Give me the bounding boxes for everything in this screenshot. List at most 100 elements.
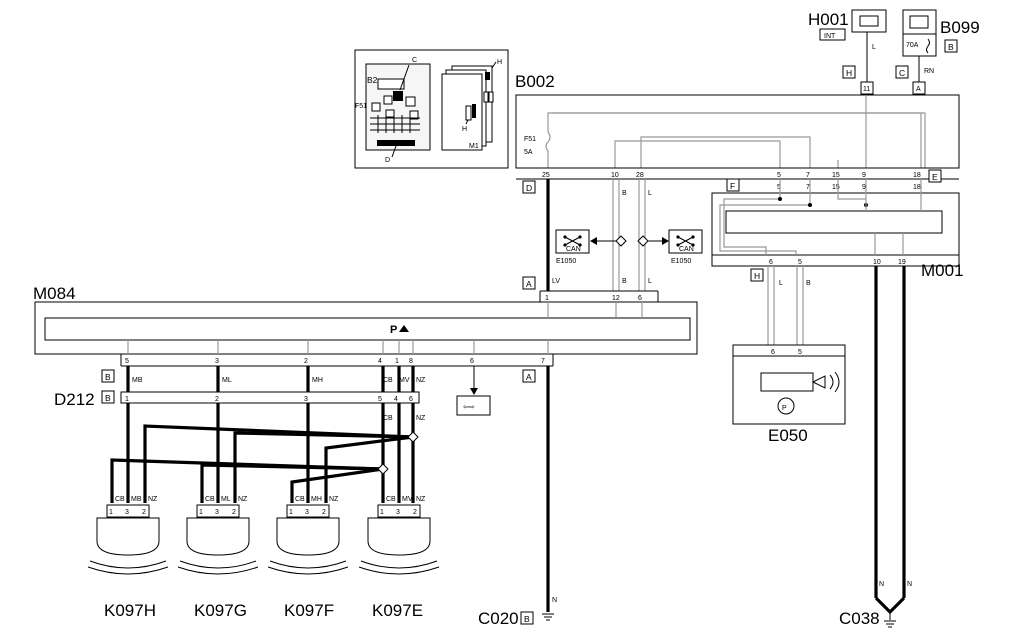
svg-text:1: 1	[289, 509, 293, 516]
e050-pin-5: 5	[798, 349, 802, 356]
m001-pin-15: 15	[832, 184, 840, 191]
svg-text:CAN: CAN	[566, 246, 581, 253]
svg-text:CB: CB	[295, 496, 305, 503]
pin-25: 25	[542, 172, 550, 179]
m084-pin-6: 6	[638, 295, 642, 302]
m084-label: M084	[33, 284, 76, 303]
fuse-box-inset: B2 F51 C D H H M1	[354, 49, 509, 169]
d212-label: D212	[54, 390, 95, 409]
e1050-right-label: E1050	[671, 258, 691, 265]
svg-text:3: 3	[305, 509, 309, 516]
d212-pin-6: 6	[409, 396, 413, 403]
svg-text:1: 1	[380, 509, 384, 516]
svg-text:⇦⇨: ⇦⇨	[463, 404, 475, 411]
pin-7: 7	[806, 172, 810, 179]
k097g-label: K097G	[194, 601, 247, 620]
display-icon	[456, 395, 491, 416]
sensor-k097f: 1 3 2 K097F	[267, 504, 349, 620]
svg-text:CB: CB	[205, 496, 215, 503]
battery-icon	[909, 15, 929, 29]
svg-text:3: 3	[215, 509, 219, 516]
wire-color-nz: NZ	[416, 377, 426, 384]
m084-pin-12: 12	[612, 295, 620, 302]
wire-color-mv: MV	[399, 377, 410, 384]
switch-icon	[859, 15, 879, 27]
e050-label: E050	[768, 426, 808, 445]
wire-color-ml: ML	[222, 377, 232, 384]
wire-color-rn: RN	[924, 68, 934, 75]
wire-color-l-2: L	[779, 280, 783, 287]
svg-text:NZ: NZ	[238, 496, 248, 503]
d212-pin-3: 3	[304, 396, 308, 403]
m001-pin-5: 5	[777, 184, 781, 191]
m084-pin-1b: 1	[395, 358, 399, 365]
b002-fuse-box: B002 F51 5A	[515, 72, 960, 169]
e050-pin-6: 6	[771, 349, 775, 356]
e1050-right: CAN E1050	[668, 229, 703, 265]
speaker-icon	[811, 375, 826, 389]
conn-letter-a: A	[526, 279, 532, 289]
m001-pin-18: 18	[913, 184, 921, 191]
svg-text:3: 3	[125, 509, 129, 516]
m084-pin-3: 3	[215, 358, 219, 365]
b002-box	[515, 94, 960, 169]
c038-label: C038	[839, 609, 880, 628]
wire-color-l: L	[872, 44, 876, 51]
b002-fuse: F51	[524, 136, 536, 143]
c038-ground-icon	[883, 620, 897, 628]
d212-pin-4: 4	[394, 396, 398, 403]
parking-icon	[777, 397, 795, 415]
b099-fuse: 70A	[906, 42, 919, 49]
svg-text:MB: MB	[131, 496, 142, 503]
svg-text:MV: MV	[402, 496, 413, 503]
h001-label: H001	[808, 10, 849, 29]
b099-battery: B099 70A B	[902, 9, 980, 57]
h001-switch: H001 INT	[808, 9, 887, 41]
m084-pin-6b: 6	[470, 358, 474, 365]
e050-buzzer: 6 5 P E050	[732, 344, 846, 445]
c020-ground-icon	[541, 613, 555, 621]
inset-label-m1: M1	[469, 143, 479, 150]
conn-letter-f: F	[730, 181, 735, 191]
wire-color-cb: CB	[383, 377, 393, 384]
d212-pin-5: 5	[378, 396, 382, 403]
pin-18: 18	[913, 172, 921, 179]
m001-module: M001	[711, 192, 964, 280]
pin-a: A	[916, 86, 921, 93]
b002-fuse-rating: 5A	[524, 149, 533, 156]
conn-letter-b-1: B	[105, 372, 111, 382]
m084-pin-7: 7	[541, 358, 545, 365]
e1050-left: CAN E1050	[555, 229, 590, 265]
svg-text:MH: MH	[311, 496, 322, 503]
parking-sensor-icon: P	[390, 324, 397, 336]
pin-9: 9	[862, 172, 866, 179]
m084-pin-4: 4	[378, 358, 382, 365]
svg-text:P: P	[782, 405, 787, 412]
c020-label: C020	[478, 609, 519, 628]
wire-color-l-b: L	[648, 190, 652, 197]
m001-label: M001	[921, 261, 964, 280]
svg-text:2: 2	[142, 509, 146, 516]
b099-conn-b: B	[948, 42, 954, 52]
svg-text:NZ: NZ	[148, 496, 158, 503]
wire-color-mh: MH	[312, 377, 323, 384]
svg-text:2: 2	[322, 509, 326, 516]
k097h-label: K097H	[104, 601, 156, 620]
pin-11: 11	[863, 86, 870, 93]
c020-conn-b: B	[524, 614, 530, 624]
inset-label-h-top: H	[497, 59, 502, 66]
wire-color-nz-splice: NZ	[416, 415, 426, 422]
wire-color-b-2: B	[806, 280, 811, 287]
svg-text:CB: CB	[386, 496, 396, 503]
wire-color-mb: MB	[132, 377, 143, 384]
inset-label-h: H	[462, 126, 467, 133]
m001-pin-6: 6	[769, 259, 773, 266]
pin-28: 28	[636, 172, 644, 179]
k097f-label: K097F	[284, 601, 334, 620]
m084-pin-5: 5	[125, 358, 129, 365]
pin-5: 5	[777, 172, 781, 179]
svg-text:CAN: CAN	[679, 246, 694, 253]
e1050-left-label: E1050	[556, 258, 576, 265]
conn-letter-b-2: B	[105, 393, 111, 403]
